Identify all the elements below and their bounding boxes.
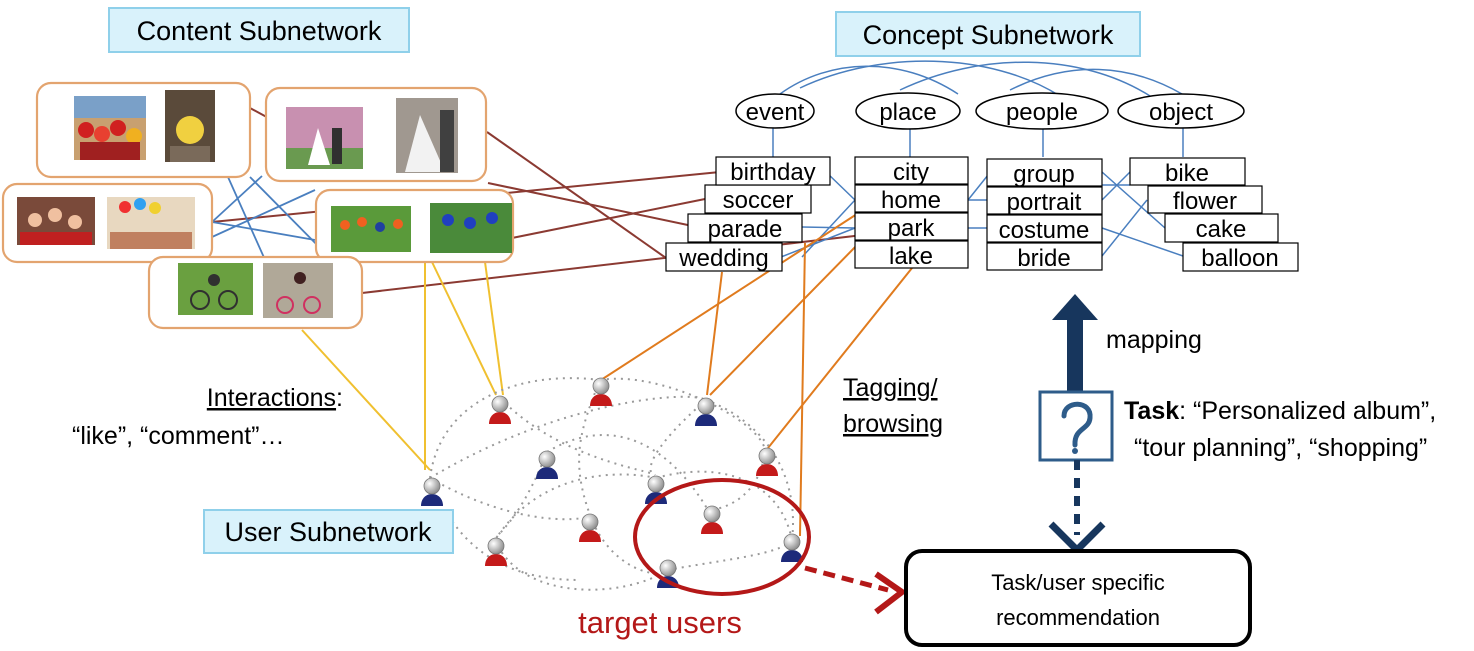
user-node-2-person-icon — [590, 377, 612, 406]
interactions-examples: “like”, “comment”… — [72, 422, 285, 450]
user-nodes — [421, 377, 803, 588]
tag-park: park — [888, 215, 936, 242]
recommendation-line2: recommendation — [996, 605, 1160, 630]
tag-bike: bike — [1165, 160, 1209, 187]
photo-card-wedding — [264, 86, 488, 183]
user-node-7-person-icon — [421, 477, 443, 506]
photo-card-birthday — [1, 182, 214, 264]
task-line1: Task: “Personalized album”, — [1124, 397, 1436, 425]
target-users-highlight: target users — [578, 478, 908, 640]
user-node-6-person-icon — [756, 447, 778, 476]
tag-cake: cake — [1196, 216, 1247, 243]
tagging-label: Tagging/ browsing — [843, 374, 943, 438]
photo-bike-ride — [178, 263, 253, 315]
tag-balloon: balloon — [1201, 245, 1278, 272]
category-event: event — [735, 93, 815, 129]
tag-costume: costume — [999, 217, 1090, 244]
mapping-arrow: mapping — [1052, 294, 1202, 392]
concept-subnetwork-title: Concept Subnetwork — [835, 11, 1141, 57]
tag-parade: parade — [708, 216, 783, 243]
user-subnetwork-title-text: User Subnetwork — [224, 517, 432, 547]
tag-bride: bride — [1017, 245, 1070, 272]
mapping-label: mapping — [1106, 326, 1202, 354]
tag-city: city — [893, 159, 929, 186]
interactions-title: Interactions: — [207, 384, 343, 412]
photo-card-soccer — [314, 188, 515, 264]
interactions-label: Interactions: “like”, “comment”… — [72, 384, 343, 450]
photo-card-parade — [35, 81, 252, 179]
content-internal-links — [211, 175, 331, 263]
category-event-label: event — [746, 99, 805, 126]
task-description: Task: “Personalized album”, “tour planni… — [1124, 397, 1436, 462]
target-users-label: target users — [578, 605, 742, 640]
question-mark-icon — [1061, 401, 1093, 454]
user-node-10-person-icon — [485, 537, 507, 566]
user-node-4-person-icon — [536, 450, 558, 479]
category-object: object — [1117, 93, 1245, 129]
tagging-links — [600, 211, 913, 537]
photo-bike-lesson — [263, 263, 333, 318]
concept-subnetwork-title-text: Concept Subnetwork — [863, 20, 1114, 50]
user-node-9-person-icon — [701, 505, 723, 534]
tags-place: city home park lake — [854, 156, 969, 270]
photo-birthday-table — [107, 197, 195, 249]
content-subnetwork — [1, 81, 515, 330]
tagging-label-line2: browsing — [843, 410, 943, 438]
content-concept-links — [211, 107, 864, 294]
content-subnetwork-title-text: Content Subnetwork — [137, 16, 382, 46]
task-line2: “tour planning”, “shopping” — [1134, 434, 1427, 462]
concept-internal-links — [772, 60, 1184, 258]
tag-lake: lake — [889, 243, 933, 270]
tag-home: home — [881, 187, 941, 214]
photo-card-bike — [147, 255, 364, 330]
category-people: people — [975, 92, 1109, 130]
interaction-links — [301, 261, 504, 471]
photo-wedding-garden — [286, 107, 363, 169]
category-place-label: place — [879, 99, 936, 126]
photo-wedding-couple — [396, 98, 458, 173]
tag-flower: flower — [1173, 188, 1237, 215]
tag-birthday: birthday — [730, 159, 815, 186]
user-node-3-person-icon — [695, 397, 717, 426]
concept-categories: event place people object — [735, 92, 1245, 130]
user-node-12-person-icon — [781, 533, 803, 562]
user-node-1-person-icon — [489, 395, 511, 424]
user-subnetwork-title: User Subnetwork — [203, 509, 454, 554]
tags-object: bike flower cake balloon — [1129, 157, 1299, 272]
photo-soccer-kids — [331, 206, 411, 252]
category-people-label: people — [1006, 99, 1078, 126]
tag-wedding: wedding — [678, 245, 768, 272]
photo-parade-crowd — [74, 96, 146, 160]
tag-soccer: soccer — [723, 187, 794, 214]
tags-event: wedding parade soccer birthday — [665, 156, 831, 272]
tag-portrait: portrait — [1007, 189, 1082, 216]
recommendation-box: Task/user specific recommendation — [904, 549, 1252, 647]
user-subnetwork-links — [429, 377, 794, 591]
photo-soccer-match — [430, 203, 512, 253]
photo-parade-float — [165, 90, 215, 162]
tag-group: group — [1013, 161, 1074, 188]
category-place: place — [855, 92, 961, 130]
recommendation-line1: Task/user specific — [991, 570, 1165, 595]
task-icon-box — [1038, 390, 1114, 555]
tags-people: group portrait costume bride — [986, 158, 1103, 272]
tagging-label-line1: Tagging/ — [843, 374, 938, 402]
category-object-label: object — [1149, 99, 1213, 126]
photo-birthday-party — [17, 197, 95, 245]
content-subnetwork-title: Content Subnetwork — [108, 7, 410, 53]
user-node-8-person-icon — [579, 513, 601, 542]
